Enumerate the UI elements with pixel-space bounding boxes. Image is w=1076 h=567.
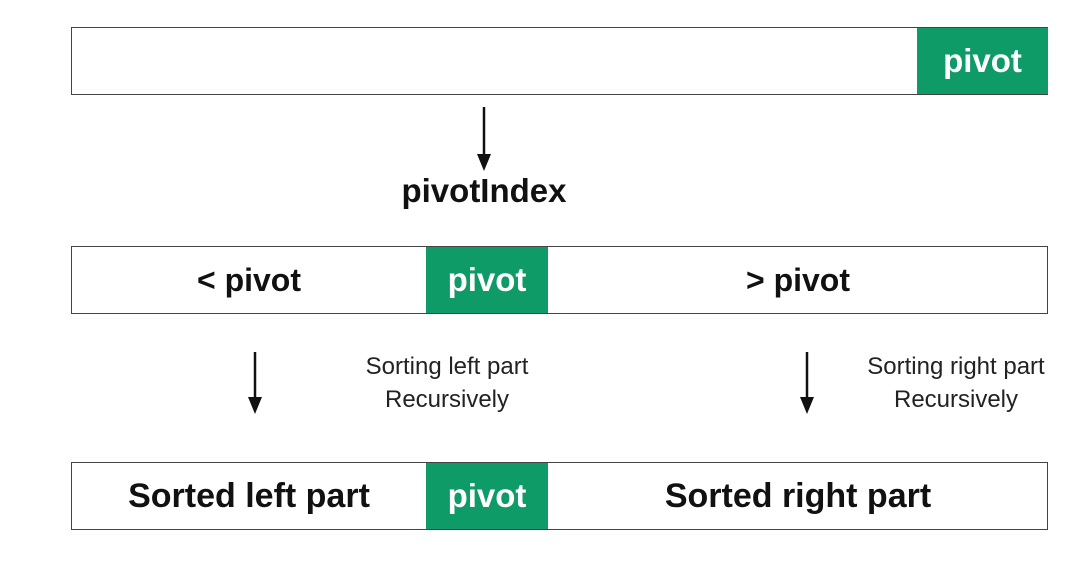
partition-pivot-label: pivot	[447, 261, 527, 298]
right-recursion-note: Sorting right part Recursively	[846, 350, 1066, 416]
pivot-index-label: pivotIndex	[401, 172, 567, 209]
down-arrow-icon	[477, 107, 491, 171]
sorted-right-label: Sorted right part	[664, 476, 932, 515]
initial-pivot-label: pivot	[943, 42, 1022, 79]
sorted-pivot-cell: pivot	[426, 463, 548, 529]
left-note-line2: Recursively	[384, 386, 510, 413]
right-note-line2: Recursively	[893, 386, 1019, 413]
left-note-line1: Sorting left part	[365, 353, 529, 380]
sorted-left-label: Sorted left part	[128, 476, 370, 515]
greater-than-pivot-label: > pivot	[745, 261, 850, 298]
right-note-line1: Sorting right part	[867, 353, 1045, 380]
greater-than-pivot-segment: > pivot	[548, 247, 1048, 313]
partition-pivot-cell: pivot	[426, 247, 548, 313]
right-down-arrow-icon	[800, 352, 814, 414]
initial-array-bar: pivot	[71, 27, 1048, 95]
sorted-right-segment: Sorted right part	[548, 463, 1048, 529]
partitioned-array-bar: < pivot pivot > pivot	[71, 246, 1048, 314]
left-recursion-note: Sorting left part Recursively	[337, 350, 557, 416]
less-than-pivot-segment: < pivot	[72, 247, 426, 313]
sorted-pivot-label: pivot	[447, 477, 527, 514]
initial-pivot-cell: pivot	[917, 28, 1048, 94]
sorted-array-bar: Sorted left part pivot Sorted right part	[71, 462, 1048, 530]
less-than-pivot-label: < pivot	[196, 261, 301, 298]
left-down-arrow-icon	[248, 352, 262, 414]
sorted-left-segment: Sorted left part	[72, 463, 426, 529]
